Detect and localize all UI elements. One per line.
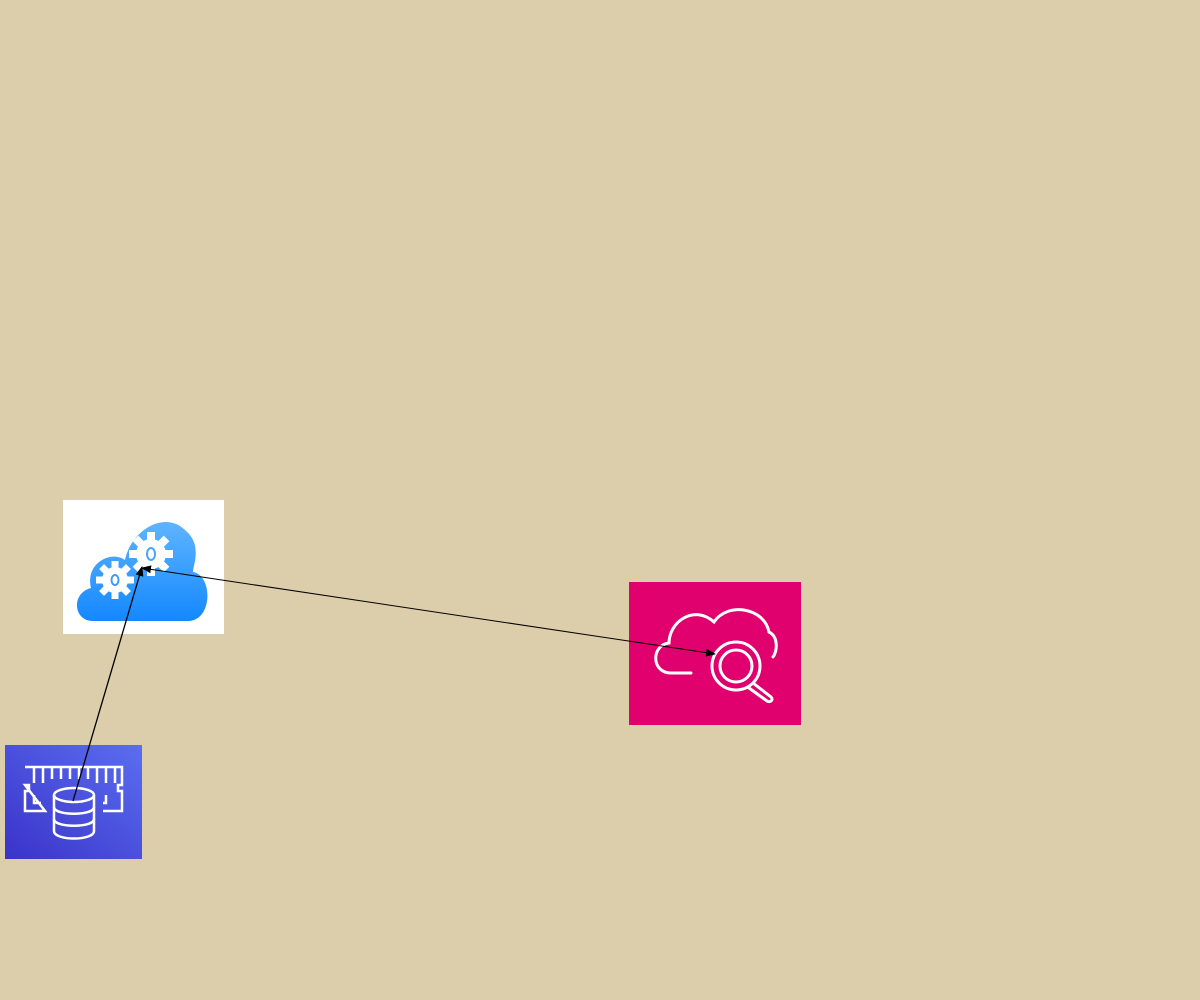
memory-database-node[interactable] [5,745,142,859]
cloud-gears-node[interactable] [63,500,224,634]
cloud-search-icon [654,608,778,704]
memory-database-icon [5,745,142,859]
cloud-gears-icon [76,521,208,621]
cloud-search-node[interactable] [629,582,801,725]
